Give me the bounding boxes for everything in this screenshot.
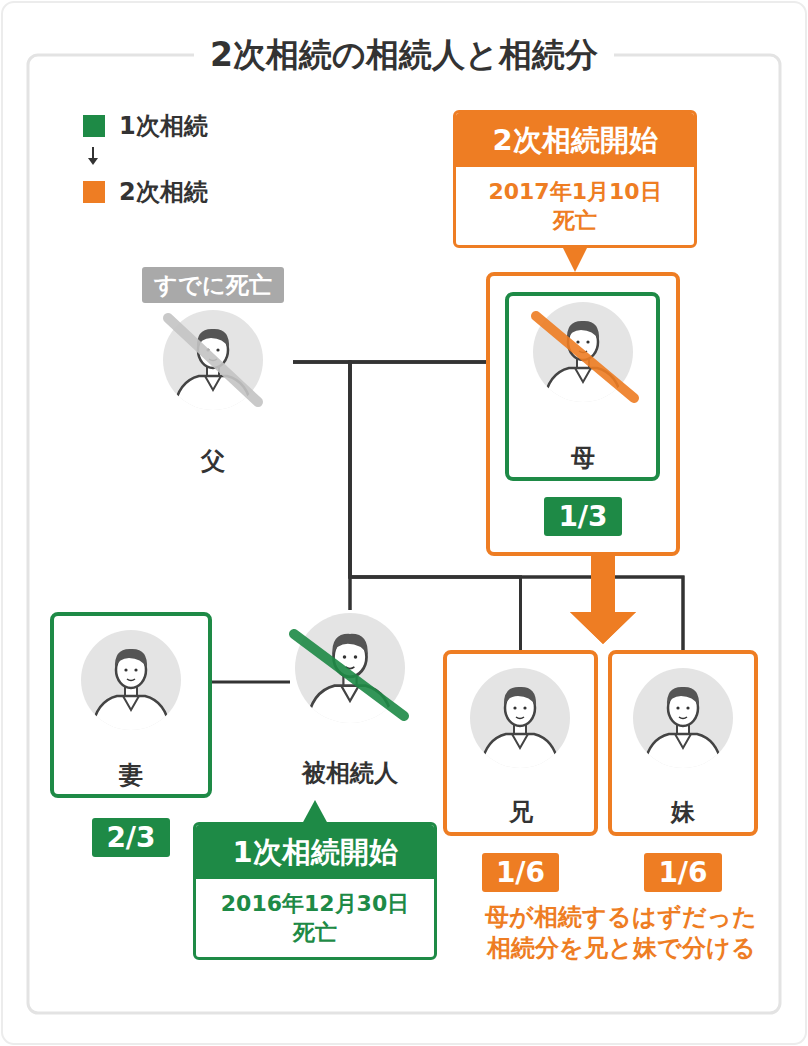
share-badge: 1/3 bbox=[544, 497, 621, 536]
title-bar: 2次相続の相続人と相続分 bbox=[0, 35, 808, 75]
status-tag: すでに死亡 bbox=[142, 267, 284, 303]
legend-arrow-head bbox=[88, 158, 98, 165]
frame bbox=[28, 55, 780, 1013]
inheritance-arrow bbox=[570, 554, 636, 644]
deceased-avatar bbox=[295, 613, 405, 732]
note-text: 母が相続するはずだった 相続分を兄と妹で分ける bbox=[476, 902, 766, 964]
legend-swatch bbox=[83, 181, 105, 203]
death-strike bbox=[536, 316, 634, 398]
legend-text: 1次相続 bbox=[119, 112, 208, 140]
brother-avatar bbox=[470, 668, 570, 776]
family-line bbox=[350, 362, 486, 610]
callout-heading: 1次相続開始 bbox=[196, 825, 434, 879]
death-strike bbox=[168, 318, 258, 402]
person-box: 兄1/6 bbox=[443, 650, 598, 836]
callout-box: 1次相続開始2016年12月30日 死亡 bbox=[193, 822, 437, 960]
legend-entry: 2次相続 bbox=[83, 178, 208, 206]
family-line bbox=[293, 362, 350, 610]
legend-text: 2次相続 bbox=[119, 178, 208, 206]
mother-avatar bbox=[533, 302, 633, 410]
callout-date: 2016年12月30日 死亡 bbox=[213, 879, 418, 957]
family-line bbox=[350, 362, 683, 650]
family-line bbox=[212, 681, 290, 684]
person-name: 妹 bbox=[612, 797, 754, 827]
person-name: 妻 bbox=[54, 760, 208, 790]
diagram-title: 2次相続の相続人と相続分 bbox=[194, 35, 614, 75]
callout-date: 2017年1月10日 死亡 bbox=[484, 167, 666, 245]
heir-group-box: 1/3 母 bbox=[486, 272, 680, 556]
callout-pointer bbox=[302, 800, 328, 824]
share-badge: 1/6 bbox=[644, 853, 721, 892]
person-node: すでに死亡父 bbox=[133, 267, 293, 479]
share-badge: 2/3 bbox=[92, 818, 169, 857]
family-line bbox=[350, 362, 521, 650]
person-name: 被相続人 bbox=[290, 758, 410, 788]
callout-box: 2次相続開始2017年1月10日 死亡 bbox=[453, 110, 697, 248]
father-avatar bbox=[163, 310, 263, 418]
person-name: 母 bbox=[509, 443, 656, 473]
person-node: 被相続人 bbox=[290, 610, 410, 800]
inheritance-arrow bbox=[570, 554, 636, 644]
sister-avatar bbox=[633, 668, 733, 776]
legend-swatch bbox=[83, 115, 105, 137]
person-name: 父 bbox=[133, 446, 293, 476]
person-name: 兄 bbox=[447, 797, 594, 827]
wife-avatar bbox=[81, 630, 181, 738]
person-box: 妻2/3 bbox=[50, 612, 212, 798]
callout-heading: 2次相続開始 bbox=[456, 113, 694, 167]
death-strike bbox=[294, 634, 404, 716]
person-box: 妹1/6 bbox=[608, 650, 758, 836]
person-box: 母 bbox=[505, 292, 660, 481]
share-badge: 1/6 bbox=[482, 853, 559, 892]
callout-pointer bbox=[562, 246, 588, 272]
legend-entry: 1次相続 bbox=[83, 112, 208, 140]
